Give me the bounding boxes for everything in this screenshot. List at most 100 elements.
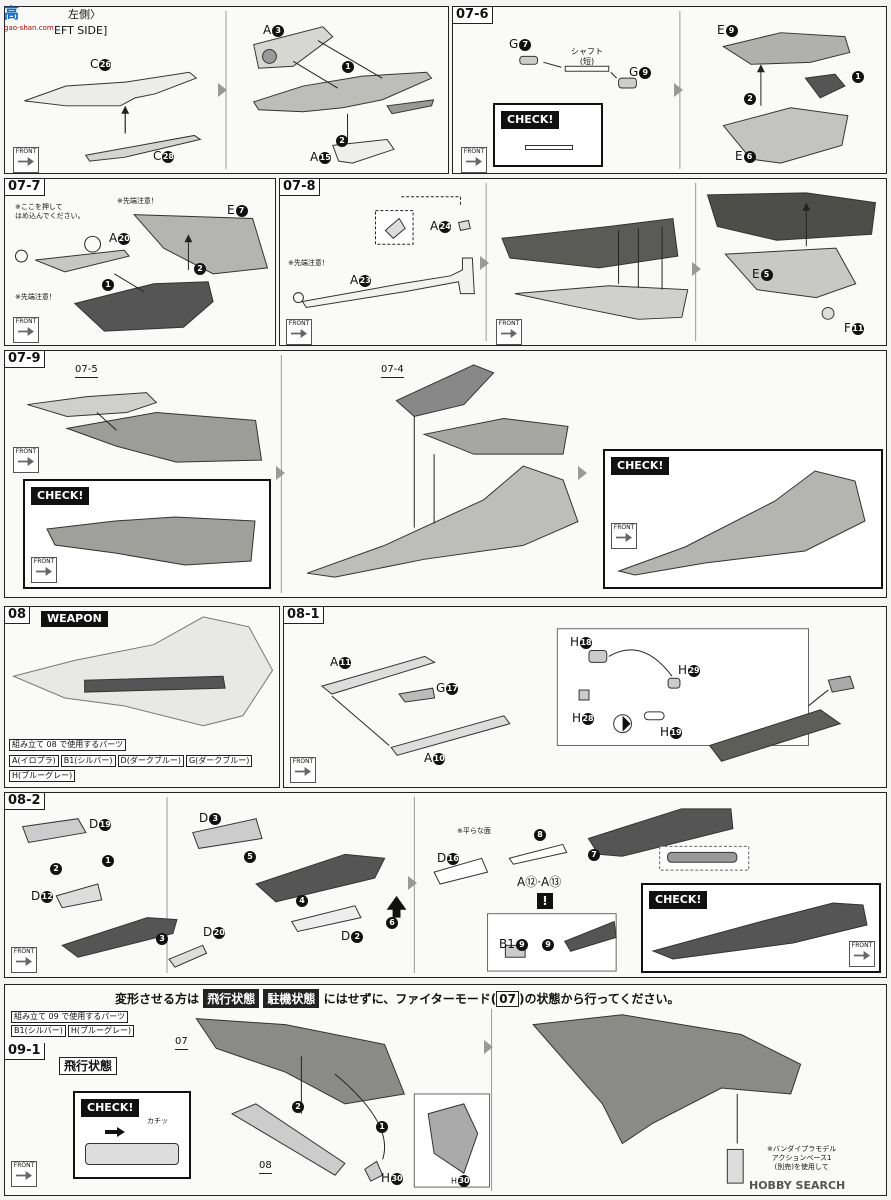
step-08-tag: 08 [5, 607, 31, 624]
step-number-7: 7 [588, 849, 600, 861]
check-illustration [46, 516, 256, 566]
step-number-1: 1 [852, 71, 864, 83]
step-09-1-tag: 09-1 [5, 1043, 45, 1060]
ref-08-label: 08 [259, 1159, 272, 1174]
check-box: CHECK! カチッ [73, 1091, 191, 1179]
step-number-2: 2 [50, 863, 62, 875]
check-box: CHECK! FRONT [23, 479, 271, 589]
check-label: CHECK! [31, 487, 90, 505]
illustration-07-6 [519, 10, 851, 170]
part-a11-label: A11 [330, 655, 352, 669]
ref-07-5-label: 07-5 [75, 363, 98, 378]
part-c28-label: C28 [153, 149, 175, 163]
step-number-1: 1 [376, 1121, 388, 1133]
illustration-07-5 [24, 10, 435, 170]
check-box: CHECK! [493, 103, 603, 167]
flow-arrow-icon [218, 83, 227, 97]
front-indicator: FRONT [31, 557, 57, 583]
front-indicator: FRONT [496, 319, 522, 345]
part-a10-label: A10 [424, 751, 446, 765]
flat-face-note: ※平らな面 [457, 827, 491, 835]
step-number-5: 5 [244, 851, 256, 863]
parts-legend-08: A(イロプラ)B1(シルバー)D(ダークブルー)G(ダークブルー)H(ブルーグレ… [9, 755, 277, 782]
illustration-07-7 [15, 214, 269, 332]
part-h19-label: H19 [660, 725, 683, 739]
site-url: gao-shan.com [4, 24, 54, 32]
legend-item: B1(シルバー) [11, 1025, 66, 1037]
step-number-1: 1 [102, 855, 114, 867]
part-d19-label: D19 [89, 817, 112, 831]
flow-arrow-icon [692, 262, 701, 276]
part-h30-label: H30 [381, 1171, 404, 1185]
step-07-7-tag: 07-7 [5, 179, 45, 196]
left-side-jp: 左側〉 [68, 8, 101, 21]
part-d12-label: D12 [31, 889, 54, 903]
step-number-8: 8 [534, 829, 546, 841]
flow-arrow-icon [408, 876, 417, 890]
check-label: CHECK! [81, 1099, 140, 1117]
clip-check-icon [85, 1143, 179, 1165]
tip-caution-note: ※先端注意！ [15, 293, 56, 301]
part-a20-label: A20 [109, 231, 131, 245]
part-c26-label: C26 [90, 57, 112, 71]
left-side-en: EFT SIDE] [54, 24, 108, 37]
step-number-2: 2 [744, 93, 756, 105]
watermark-hobby-search: HOBBY SEARCH [749, 1179, 846, 1192]
step-number-9: 9 [542, 939, 554, 951]
part-d20-label: D20 [203, 925, 226, 939]
tip-caution-note: ※先端注意！ [117, 197, 158, 205]
caution-icon: ! [537, 893, 553, 909]
parts-used-08-title: 組み立て 08 で使用するパーツ [9, 739, 127, 751]
panel-07-9: 07-9 07-5 07-4 FRONT CHECK! FRONT CHECK! [4, 350, 887, 598]
check-label: CHECK! [649, 891, 708, 909]
front-arrow-icon [18, 457, 34, 466]
parts-used-09-title: 組み立て 09 で使用するパーツ [11, 1011, 129, 1023]
step-07-8-tag: 07-8 [280, 179, 320, 196]
transform-notice: 変形させる方は 飛行状態 駐機状態 にはせずに、ファイターモード(07)の状態か… [115, 989, 680, 1008]
part-h30-detail-label: H30 [451, 1175, 471, 1187]
front-arrow-icon [16, 1171, 32, 1180]
flight-state-label: 飛行状態 [59, 1057, 118, 1075]
illustration-08-2 [21, 796, 750, 974]
front-arrow-icon [501, 329, 517, 338]
check-label: CHECK! [501, 111, 560, 129]
part-a23-label: A23 [350, 273, 372, 287]
illustration-08-1 [320, 628, 855, 762]
front-arrow-icon [854, 951, 870, 960]
part-f11-label: F11 [844, 321, 864, 335]
illustration-07-9 [27, 354, 579, 594]
flight-state-badge: 飛行状態 [203, 989, 260, 1008]
front-indicator: FRONT [849, 941, 875, 967]
panel-08-weapon: 08 WEAPON 組み立て 08 で使用するパーツ A(イロプラ)B1(シルバ… [4, 606, 280, 788]
front-indicator: FRONT [11, 947, 37, 973]
front-indicator: FRONT [290, 757, 316, 783]
site-logo: 高 [4, 4, 20, 22]
front-indicator: FRONT [461, 147, 487, 173]
check-label: CHECK! [611, 457, 670, 475]
illustration-08 [11, 616, 274, 727]
legend-item: A(イロプラ) [9, 755, 59, 767]
step-08-1-tag: 08-1 [284, 607, 324, 624]
shaft-label: シャフト(短) [571, 47, 603, 66]
front-arrow-icon [36, 567, 52, 576]
part-a12-a13-label: A⑫·A⑬ [517, 875, 562, 889]
step-number-3: 3 [156, 933, 168, 945]
front-indicator: FRONT [13, 147, 39, 173]
check-illustration [651, 902, 868, 960]
front-arrow-icon [295, 767, 311, 776]
step-number-1: 1 [102, 279, 114, 291]
ref-07-label: 07 [175, 1035, 188, 1050]
click-sound-label: カチッ [147, 1117, 168, 1125]
front-arrow-icon [291, 329, 307, 338]
